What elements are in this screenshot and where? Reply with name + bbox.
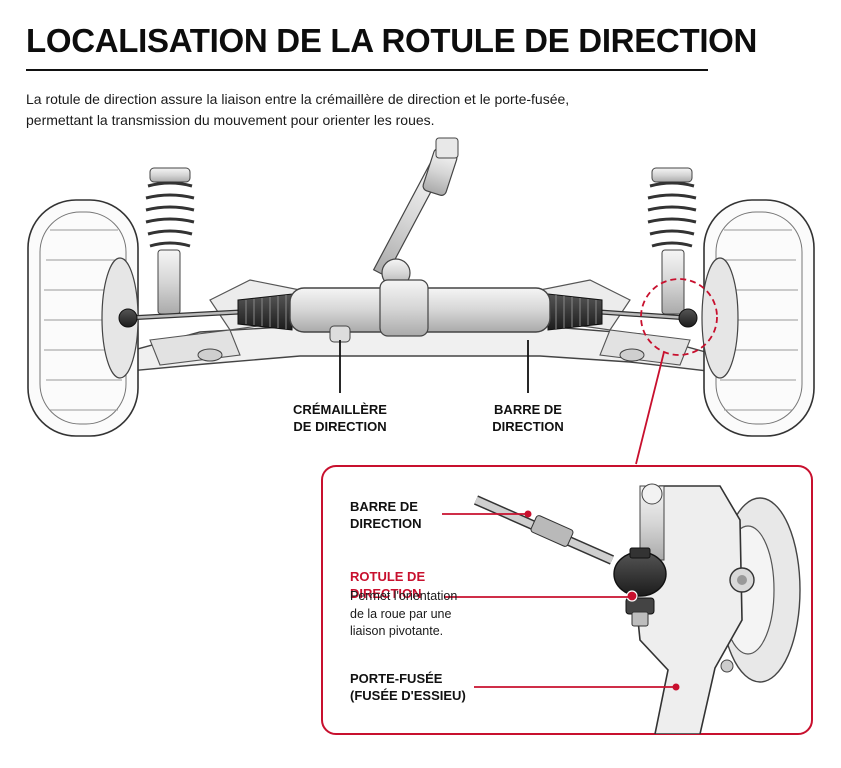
detail-connector — [635, 351, 665, 465]
ball-joint-desc-line-2: de la roue par une — [350, 606, 452, 621]
steering-column — [372, 137, 459, 288]
title-underline — [26, 69, 708, 71]
intro-line-1: La rotule de direction assure la liaison… — [26, 91, 570, 107]
tie-rod-label-line-2: DIRECTION — [492, 419, 564, 434]
left-strut — [145, 167, 195, 315]
intro-line-2: permettant la transmission du mouvement … — [26, 112, 435, 128]
tie-rod-label-line-1: BARRE DE — [494, 402, 562, 417]
ball-joint-title: ROTULE DE DIRECTION — [350, 569, 426, 601]
detail-highlight-circle — [640, 278, 718, 356]
inset-knuckle-dot — [672, 683, 680, 691]
ball-joint-detail — [473, 483, 801, 734]
inset-knuckle-label-line-1: PORTE-FUSÉE — [350, 671, 443, 686]
inset-tie-rod-dot — [524, 510, 532, 518]
right-wheel — [701, 199, 815, 437]
tie-rod-label: BARRE DE DIRECTION — [478, 401, 578, 435]
inset-tie-rod-label: BARRE DE DIRECTION — [350, 498, 450, 532]
ball-joint-desc-line-3: liaison pivotante. — [350, 624, 444, 638]
inset-knuckle-label-line-2: (FUSÉE D'ESSIEU) — [350, 688, 466, 703]
rack-label-line-1: CRÉMAILLÈRE — [293, 402, 387, 417]
left-wheel — [27, 199, 139, 437]
rack-label: CRÉMAILLÈRE DE DIRECTION — [270, 401, 410, 435]
inset-tie-rod-label-line-1: BARRE DE — [350, 499, 418, 514]
inset-tie-rod-label-line-2: DIRECTION — [350, 516, 422, 531]
ball-joint-description: Permet l'orientation de la roue par une … — [350, 588, 480, 641]
ball-joint-desc-line-1: Permet l'orientation — [350, 589, 458, 603]
page-title: LOCALISATION DE LA ROTULE DE DIRECTION — [26, 22, 758, 59]
intro-text: La rotule de direction assure la liaison… — [26, 89, 666, 131]
right-strut — [647, 167, 697, 315]
steering-rack — [118, 279, 698, 343]
inset-knuckle-label: PORTE-FUSÉE (FUSÉE D'ESSIEU) — [350, 670, 480, 704]
rack-label-line-2: DE DIRECTION — [293, 419, 387, 434]
subframe — [111, 279, 721, 373]
